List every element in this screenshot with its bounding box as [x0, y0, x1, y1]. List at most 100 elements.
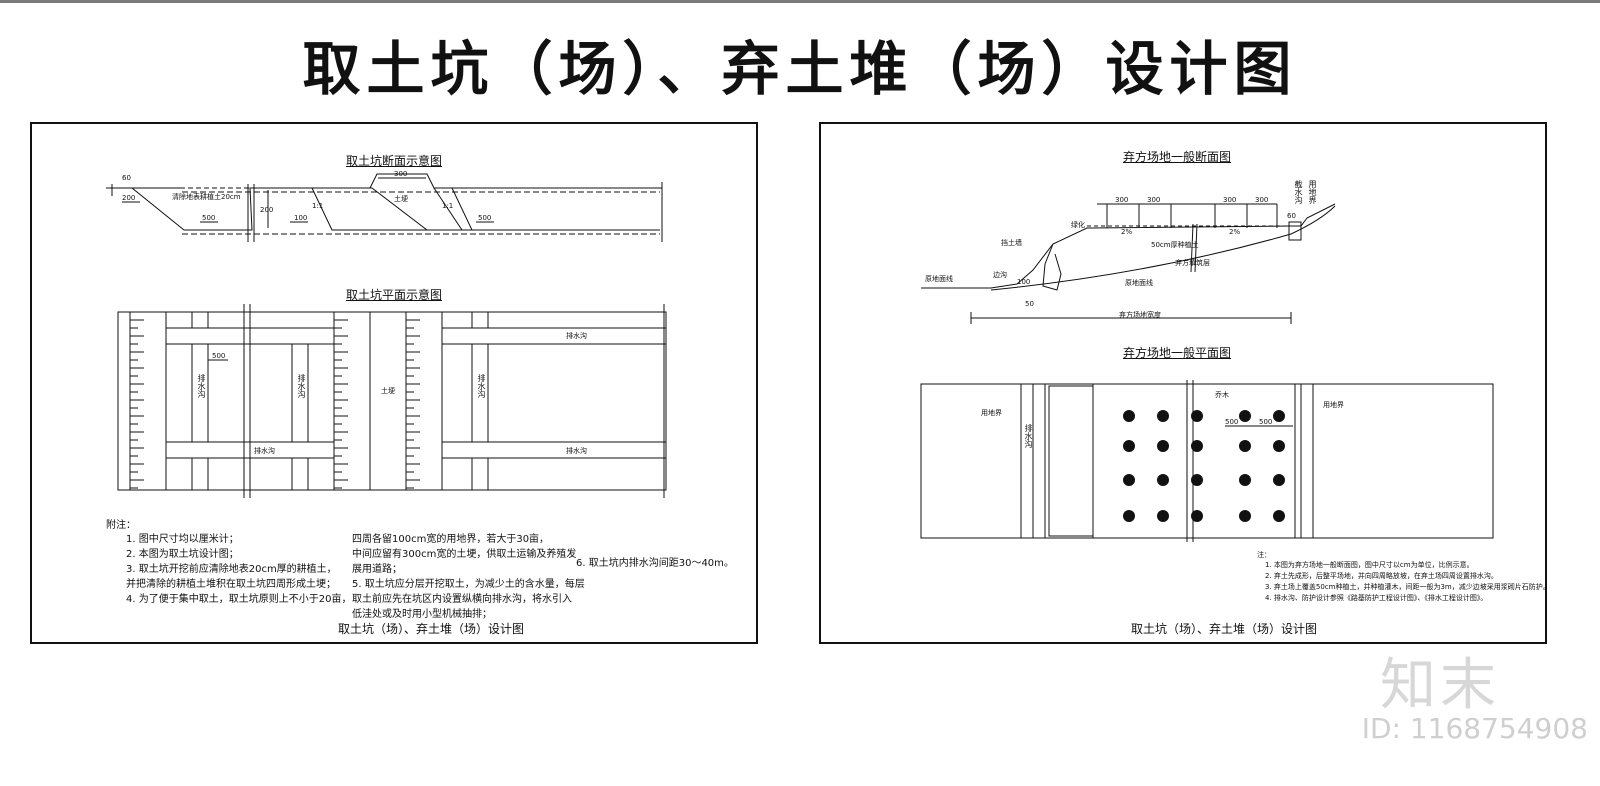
note-line: 四周各留100cm宽的用地界，若大于30亩，: [352, 534, 550, 545]
watermark-brand: 知末: [1380, 653, 1500, 718]
right-notes-heading: 注：: [1257, 551, 1271, 559]
note-line: 展用道路；: [352, 564, 402, 575]
watermark-id: ID: 1168754908: [1361, 712, 1588, 745]
slope-pct-2: 2%: [1229, 228, 1241, 236]
right-drawing-sheet: 弃方场地一般断面图 300 300 300 300 绿化 挡土墙 边沟 原地面线…: [819, 122, 1550, 644]
retaining-wall-label: 挡土墙: [1001, 239, 1022, 247]
tree-symbol: [1123, 440, 1135, 452]
clear-topsoil-label: 清除地表耕植土20cm: [172, 193, 241, 201]
tree-symbol: [1123, 410, 1135, 422]
tree-symbol: [1157, 474, 1169, 486]
plan-dim-500-a: 500: [1225, 418, 1239, 426]
section-title: 取土坑断面示意图: [346, 154, 443, 168]
dim-300-top: 300: [394, 170, 408, 178]
plan-dim-500-b: 500: [1259, 418, 1273, 426]
dim-500-plan: 500: [212, 352, 226, 360]
land-edge-label: 用地界: [1308, 180, 1317, 204]
notes-heading: 附注：: [106, 520, 136, 531]
right-sheet-linework: [920, 203, 1494, 542]
tree-symbol: [1191, 474, 1203, 486]
land-edge-right-label: 用地界: [1323, 401, 1344, 409]
note-line: 2. 本图为取土坑设计图；: [126, 549, 239, 560]
note-line: 4. 排水沟、防护设计参照《路基防护工程设计图》、《排水工程设计图》。: [1265, 594, 1488, 602]
note-line: 3. 取土坑开挖前应清除地表20cm厚的耕植土，: [126, 564, 337, 575]
tree-symbol: [1239, 474, 1251, 486]
notes-column-3: 6. 取土坑内排水沟间距30～40m。: [576, 556, 734, 571]
note-line: 5. 取土坑应分层开挖取土，为减少土的含水量，每层: [352, 579, 585, 590]
tree-symbol: [1273, 410, 1285, 422]
embankment-label: 土埂: [394, 195, 408, 203]
slope-right: 1:1: [442, 202, 454, 210]
left-drawing-sheet: 取土坑断面示意图 60 200 300 清除地表耕植土20cm 200 1:1 …: [30, 122, 758, 644]
note-line: 2. 弃土先成形，后整平场地，并向四周略放坡，在弃土场四周设置排水沟。: [1265, 572, 1498, 580]
tree-symbol: [1239, 440, 1251, 452]
note-line: 低洼处或及时用小型机械抽排；: [352, 609, 492, 620]
tree-symbol: [1239, 410, 1251, 422]
page-title: 取土坑（场）、弃土堆（场）设计图: [302, 35, 1298, 103]
note-line: 取土前应先在坑区内设置纵横向排水沟，将水引入: [352, 594, 572, 605]
tree-symbol: [1123, 510, 1135, 522]
tree-symbol: [1123, 474, 1135, 486]
dim-500-b: 500: [478, 214, 492, 222]
dim-200-vertical: 200: [260, 206, 274, 214]
left-boundary-label: 原地面线: [925, 275, 953, 283]
plan-title: 取土坑平面示意图: [346, 288, 443, 302]
dim-60: 60: [122, 174, 131, 182]
tree-symbol: [1191, 510, 1203, 522]
topsoil-label: 50cm厚种植土: [1151, 241, 1199, 249]
tree-label: 乔木: [1215, 391, 1229, 399]
drain-v1-label: 排水沟: [197, 374, 206, 398]
right-footer-title: 取土坑（场）、弃土堆（场）设计图: [1131, 622, 1318, 636]
dim-50: 50: [1025, 300, 1034, 308]
note-line: 1. 图中尺寸均以厘米计；: [126, 534, 239, 545]
tree-symbol: [1157, 510, 1169, 522]
dim-60-right: 60: [1287, 212, 1296, 220]
tree-symbol: [1273, 474, 1285, 486]
note-line: 6. 取土坑内排水沟间距30～40m。: [576, 558, 734, 569]
slope-pct-1: 2%: [1121, 228, 1133, 236]
tree-symbol: [1191, 410, 1203, 422]
top-border-line: [0, 0, 1600, 3]
drain-bottom-label: 排水沟: [254, 447, 275, 455]
tree-symbol: [1273, 510, 1285, 522]
ground-line-label: 原地面线: [1125, 279, 1153, 287]
left-footer-title: 取土坑（场）、弃土堆（场）设计图: [338, 622, 525, 636]
tree-symbol: [1157, 410, 1169, 422]
dim-300-4: 300: [1255, 196, 1269, 204]
dim-100: 100: [1017, 278, 1031, 286]
dim-100: 100: [294, 214, 308, 222]
note-line: 1. 本图为弃方场地一般断面图，图中尺寸以cm为单位，比例示意。: [1265, 561, 1474, 569]
dim-300-3: 300: [1223, 196, 1237, 204]
drain-bottom-right-label: 排水沟: [566, 447, 587, 455]
plan-ditch-label: 排水沟: [1024, 424, 1033, 448]
tree-symbol: [1157, 440, 1169, 452]
right-plan-title: 弃方场地一般平面图: [1123, 346, 1232, 360]
notes-column-2: 四周各留100cm宽的用地界，若大于30亩， 中间应留有300cm宽的土埂，供取…: [352, 532, 585, 622]
drain-top-label: 排水沟: [566, 332, 587, 340]
notes-column-1: 1. 图中尺寸均以厘米计； 2. 本图为取土坑设计图； 3. 取土坑开挖前应清除…: [126, 532, 351, 607]
tree-symbol: [1191, 440, 1203, 452]
ditch-label: 边沟: [993, 271, 1007, 279]
tree-symbol: [1239, 510, 1251, 522]
slope-left: 1:1: [312, 202, 324, 210]
note-line: 中间应留有300cm宽的土埂，供取土运输及养殖发: [352, 549, 577, 560]
site-width-label: 弃方场地宽度: [1119, 311, 1161, 319]
left-sheet-linework: [106, 173, 667, 498]
land-edge-left-label: 用地界: [981, 409, 1002, 417]
note-line: 4. 为了便于集中取土，取土坑原则上不小于20亩，: [126, 594, 352, 605]
note-line: 并把清除的耕植土堆积在取土坑四周形成土埂；: [126, 579, 336, 590]
dim-500-a: 500: [202, 214, 216, 222]
dim-200: 200: [122, 194, 136, 202]
fill-layer-label: 弃方填筑层: [1175, 259, 1210, 267]
note-line: 3. 弃土场上覆盖50cm种植土，并种植灌木，间距一般为3m，减少边坡采用浆砌片…: [1265, 583, 1550, 591]
tree-symbol: [1273, 440, 1285, 452]
right-notes: 1. 本图为弃方场地一般断面图，图中尺寸以cm为单位，比例示意。 2. 弃土先成…: [1265, 560, 1550, 604]
dim-300-2: 300: [1147, 196, 1161, 204]
drain-v2-label: 排水沟: [297, 374, 306, 398]
plan-embankment-label: 土埂: [381, 387, 395, 395]
intercept-drain-label: 截水沟: [1294, 180, 1303, 204]
dim-300-1: 300: [1115, 196, 1129, 204]
right-section-title: 弃方场地一般断面图: [1123, 150, 1232, 164]
greening-label: 绿化: [1071, 221, 1085, 229]
drain-v3-label: 排水沟: [477, 374, 486, 398]
